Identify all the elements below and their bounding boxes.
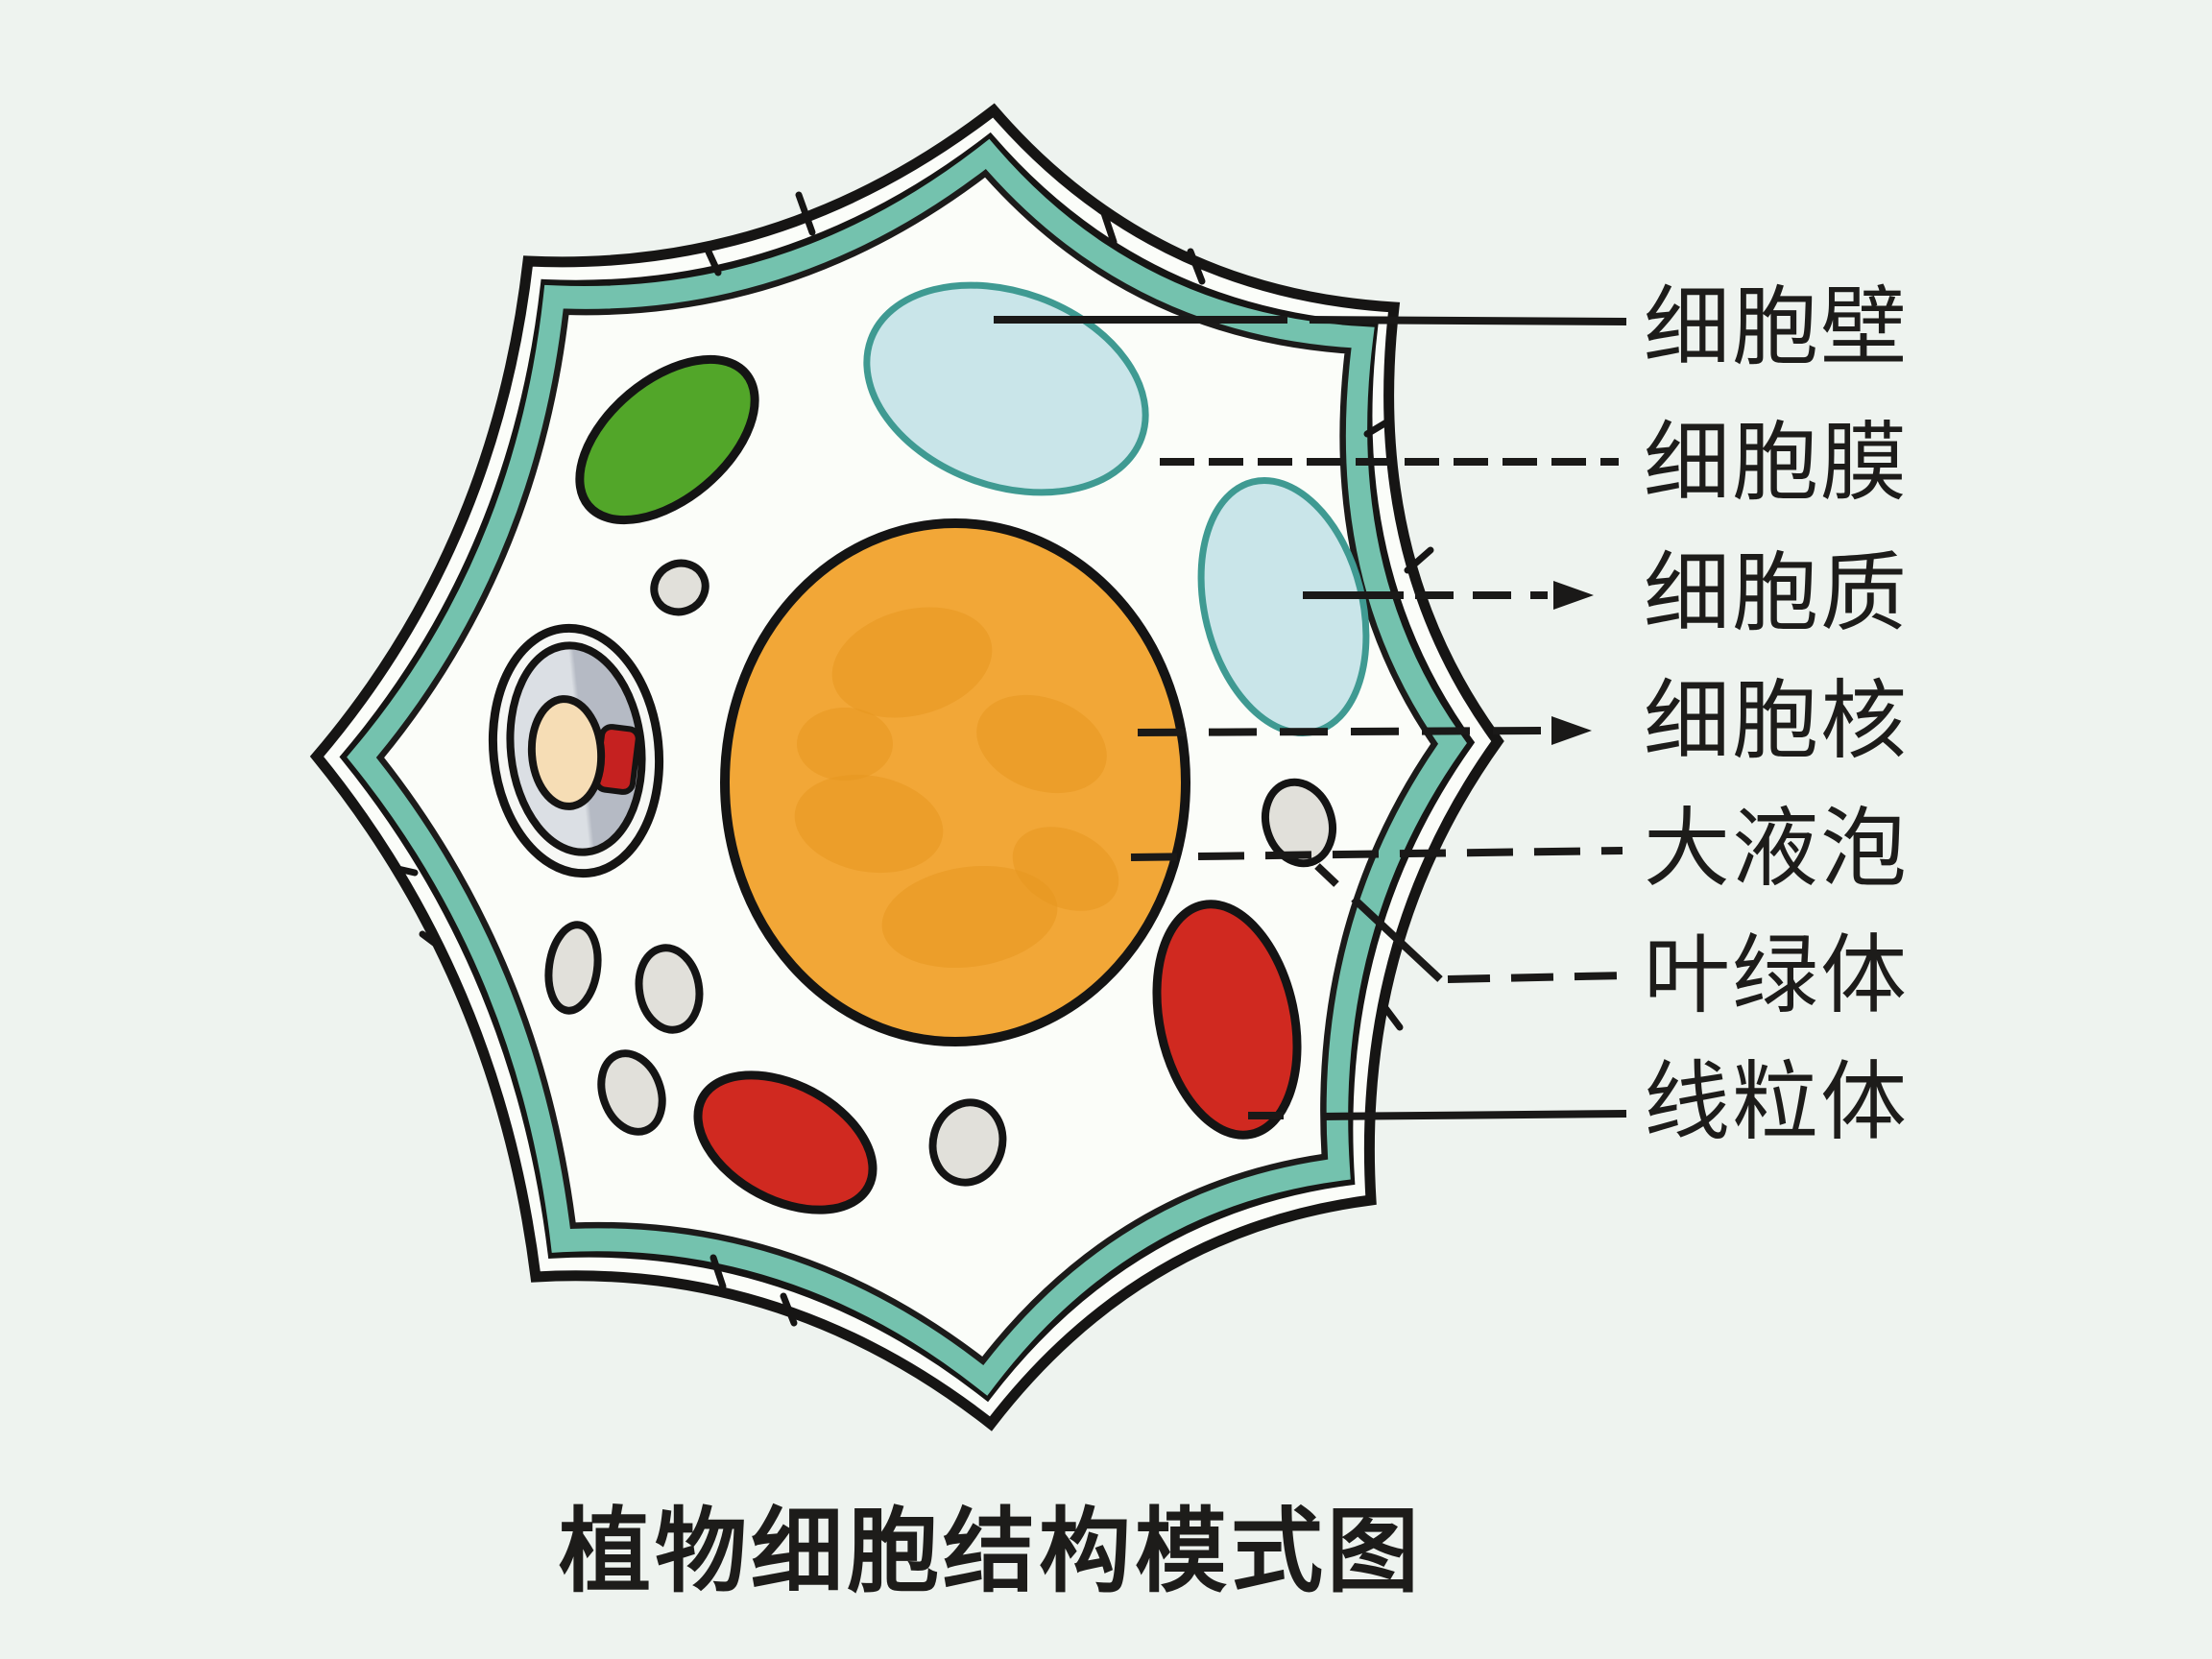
nucleus-mottle-4 — [881, 865, 1058, 969]
wall-tick-3 — [1100, 209, 1118, 246]
leader-cell-wall-segment — [1309, 316, 1627, 325]
vesicle-5 — [928, 1098, 1007, 1187]
leader-nucleus — [1137, 716, 1592, 745]
label-cytoplasm: 细胞质 — [1644, 547, 1909, 642]
ring-organelle — [488, 623, 664, 878]
leader-vacuole-segment — [1130, 847, 1623, 861]
chloroplast — [575, 354, 759, 525]
wall-tick-2 — [704, 246, 722, 276]
leader-cytoplasm — [1303, 581, 1594, 610]
vesicle-2 — [544, 921, 602, 1015]
leader-chloroplast — [1314, 863, 1627, 983]
nucleus-mottle-1 — [831, 607, 993, 718]
leader-cell-wall — [994, 316, 1627, 325]
wall-tick-4 — [1187, 248, 1206, 285]
nucleus — [720, 518, 1190, 1046]
vesicle-1 — [650, 559, 709, 616]
label-cell-membrane: 细胞膜 — [1644, 417, 1909, 512]
leader-vacuole — [1130, 847, 1623, 861]
leader-chloroplast-segment — [1447, 972, 1627, 983]
nucleus-mottle-5 — [1012, 827, 1119, 911]
leader-chloroplast-segment — [1351, 896, 1443, 982]
leader-mitochondrion-segment — [1321, 1110, 1627, 1120]
mitochondrion-bottom — [693, 1070, 878, 1214]
label-mitochondrion: 线粒体 — [1644, 1056, 1909, 1151]
wall-tick-5 — [1363, 419, 1390, 438]
label-nucleus: 细胞核 — [1644, 675, 1909, 770]
nucleus-mottle-6 — [797, 708, 893, 781]
leader-mitochondrion — [1248, 1110, 1627, 1120]
wall-tick-11 — [419, 930, 445, 952]
vesicle-3 — [635, 944, 704, 1034]
label-chloroplast: 叶绿体 — [1644, 929, 1909, 1024]
wall-tick-8 — [709, 1254, 727, 1290]
wall-tick-10 — [390, 864, 419, 877]
wall-tick-6 — [1404, 546, 1434, 574]
nucleus-mottle-3 — [794, 774, 944, 874]
wall-tick-7 — [1379, 1000, 1404, 1031]
vesicle-4 — [597, 1049, 666, 1136]
ring-organelle-core — [527, 695, 606, 810]
vesicle-6 — [1262, 778, 1336, 868]
vacuole-top — [863, 281, 1149, 496]
wall-tick-9 — [780, 1292, 798, 1327]
diagram-title: 植物细胞结构模式图 — [559, 1501, 1423, 1603]
leader-cytoplasm-arrowhead — [1553, 581, 1594, 610]
cell-membrane-inner-edge — [375, 168, 1439, 1366]
leader-nucleus-arrowhead — [1551, 716, 1592, 745]
label-vacuole: 大液泡 — [1644, 803, 1909, 898]
wall-tick-1 — [795, 191, 816, 236]
leader-chloroplast-segment — [1314, 863, 1339, 887]
nucleus-mottle-2 — [976, 694, 1107, 794]
mitochondrion-right — [1152, 900, 1302, 1140]
label-cell-wall: 细胞壁 — [1644, 281, 1909, 376]
wall-tick-marks — [390, 191, 1434, 1327]
